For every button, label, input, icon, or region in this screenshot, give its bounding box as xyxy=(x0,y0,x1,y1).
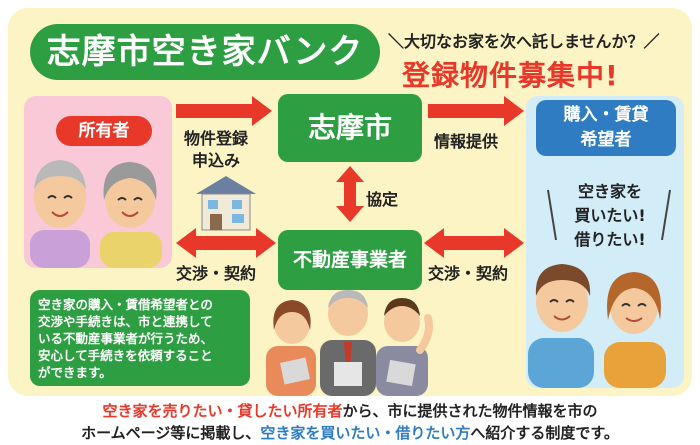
recruit-headline: 登録物件募集中! xyxy=(402,59,619,92)
negotiation-right-label: 交渉・契約 xyxy=(428,264,509,283)
arrow-owner-to-city xyxy=(176,96,272,126)
note-line: 交渉や手続きは、市と連携して xyxy=(38,314,213,329)
buyer-label-line1: 購入・賃貸 xyxy=(563,105,649,125)
register-flow-line2: 申込み xyxy=(192,151,241,170)
note-line: 空き家の購入・賃借希望者との xyxy=(38,297,213,312)
register-flow-label: 物件登録 申込み xyxy=(184,128,248,172)
agreement-label: 協定 xyxy=(366,190,399,209)
owner-label: 所有者 xyxy=(56,116,152,146)
arrow-city-to-buyer xyxy=(428,96,524,126)
info-flow-label: 情報提供 xyxy=(434,132,499,151)
young-man-icon xyxy=(528,264,594,388)
footer-line1-text: から、市に提供された物件情報を市の xyxy=(342,402,598,420)
elderly-woman-icon xyxy=(100,162,162,268)
buyer-speech-line: 買いたい! xyxy=(574,206,646,225)
speech-marks xyxy=(547,189,671,241)
note-box: 空き家の購入・賃借希望者との 交渉や手続きは、市と連携して いる不動産事業者が行… xyxy=(30,290,250,386)
young-woman-icon xyxy=(604,272,666,388)
footer-line2: ホームページ等に掲載し、空き家を買いたい・借りたい方へ紹介する制度です。 xyxy=(0,422,700,444)
elderly-man-icon xyxy=(30,160,90,268)
city-box: 志摩市 xyxy=(278,94,422,162)
footer-buyer-highlight: 空き家を買いたい・借りたい方 xyxy=(260,424,471,442)
tagline: ＼大切なお家を次へ託しませんか？／ xyxy=(388,32,660,51)
footer-line1: 空き家を売りたい・貸したい所有者から、市に提供された物件情報を市の xyxy=(0,400,700,422)
buyer-label: 購入・賃貸 希望者 xyxy=(536,100,676,156)
agent-man-right-icon xyxy=(376,298,433,396)
agent-box: 不動産事業者 xyxy=(278,230,422,290)
note-line: ができます。 xyxy=(38,365,112,380)
note-line: いる不動産事業者が行うため、 xyxy=(38,331,214,346)
footer-line2-start: ホームページ等に掲載し、 xyxy=(81,424,261,442)
footer-line2-text: へ紹介する制度です。 xyxy=(470,424,619,442)
negotiation-left-label: 交渉・契約 xyxy=(176,264,257,283)
register-flow-line1: 物件登録 xyxy=(184,129,249,148)
agent-woman-icon xyxy=(266,300,316,396)
note-line: 安心して手続きを依頼すること xyxy=(38,348,213,363)
footer-description: 空き家を売りたい・貸したい所有者から、市に提供された物件情報を市の ホームページ… xyxy=(0,400,700,444)
house-icon xyxy=(196,176,256,231)
buyer-speech: 空き家を 買いたい! 借りたい! xyxy=(558,180,662,252)
agent-man-center-icon xyxy=(320,290,376,396)
arrow-agent-buyer xyxy=(424,228,524,258)
buyer-speech-line: 借りたい! xyxy=(574,230,646,249)
buyer-speech-line: 空き家を xyxy=(577,182,642,201)
arrow-owner-agent xyxy=(176,228,276,258)
footer-owner-highlight: 空き家を売りたい・貸したい所有者 xyxy=(102,402,343,420)
arrow-city-agent-vertical xyxy=(336,166,364,222)
buyer-label-line2: 希望者 xyxy=(580,130,632,150)
page-title: 志摩市空き家バンク xyxy=(30,24,380,80)
